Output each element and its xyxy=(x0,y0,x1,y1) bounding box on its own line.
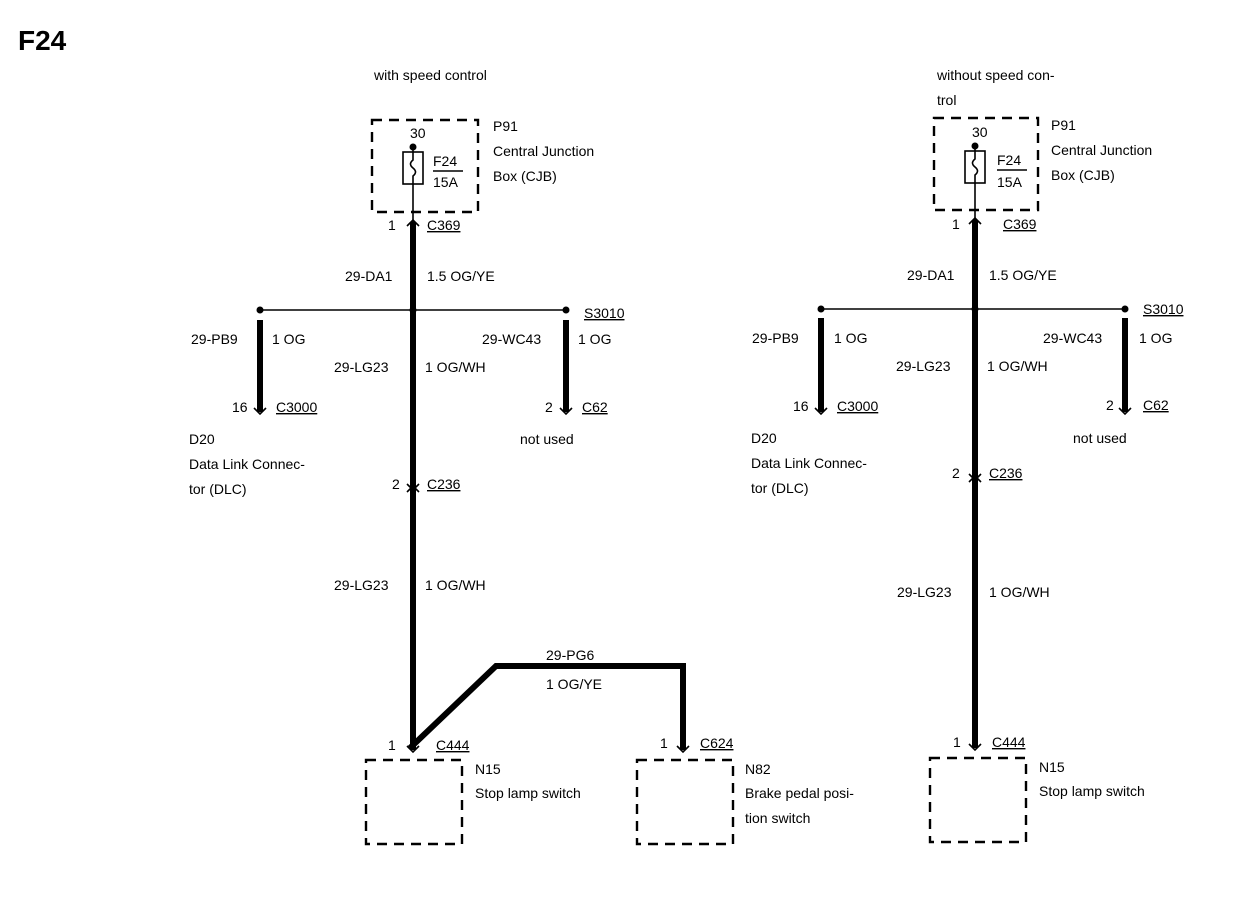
left-n82-box xyxy=(635,758,735,846)
right-center-circuit: 29-LG23 xyxy=(896,358,951,374)
left-splice-dot xyxy=(409,306,417,314)
right-n15-id: N15 xyxy=(1039,759,1065,775)
right-c62-note: not used xyxy=(1073,430,1127,446)
left-feed-spec: 1.5 OG/YE xyxy=(427,268,495,284)
right-c62-spec: 1 OG xyxy=(1139,330,1172,346)
right-n15-pin: 1 xyxy=(953,734,961,750)
left-c62-spec: 1 OG xyxy=(578,331,611,347)
right-heading-2: trol xyxy=(937,92,956,108)
left-n82-id: N82 xyxy=(745,761,771,777)
left-fuse-rating: 15A xyxy=(433,174,459,190)
right-heading-1: without speed con- xyxy=(936,67,1055,83)
right-cjb-box xyxy=(932,116,1040,212)
left-c369-connector: C369 xyxy=(427,217,461,233)
right-lower-circuit: 29-LG23 xyxy=(897,584,952,600)
left-n15-id: N15 xyxy=(475,761,501,777)
left-dlc-name-2: tor (DLC) xyxy=(189,481,247,497)
left-center-spec: 1 OG/WH xyxy=(425,359,486,375)
left-dlc-connector: C3000 xyxy=(276,399,317,415)
right-dlc-pin: 16 xyxy=(793,398,809,414)
right-n15-connector: C444 xyxy=(992,734,1026,750)
left-heading: with speed control xyxy=(373,67,487,83)
right-dlc-name-2: tor (DLC) xyxy=(751,480,809,496)
left-dlc-circuit: 29-PB9 xyxy=(191,331,238,347)
right-fuse-icon xyxy=(964,146,986,220)
left-c62-connector: C62 xyxy=(582,399,608,415)
left-n82-name-2: tion switch xyxy=(745,810,810,826)
right-lower-spec: 1 OG/WH xyxy=(989,584,1050,600)
left-cjb-box xyxy=(370,118,480,214)
right-n15-box xyxy=(928,756,1028,844)
right-dlc-circuit: 29-PB9 xyxy=(752,330,799,346)
right-dlc-connector: C3000 xyxy=(837,398,878,414)
left-n15-pin: 1 xyxy=(388,737,396,753)
left-cjb-id: P91 xyxy=(493,118,518,134)
left-feed-circuit: 29-DA1 xyxy=(345,268,393,284)
right-cjb-pin: 30 xyxy=(972,124,988,140)
left-cjb-pin: 30 xyxy=(410,125,426,141)
left-cjb-name-1: Central Junction xyxy=(493,143,594,159)
left-dlc-name-1: Data Link Connec- xyxy=(189,456,305,472)
left-n82-connector: C624 xyxy=(700,735,734,751)
right-dlc-spec: 1 OG xyxy=(834,330,867,346)
left-dlc-spec: 1 OG xyxy=(272,331,305,347)
right-splice-id: S3010 xyxy=(1143,301,1184,317)
left-center-circuit: 29-LG23 xyxy=(334,359,389,375)
left-n82-name-1: Brake pedal posi- xyxy=(745,785,854,801)
left-panel: with speed control 30 F24 15A P91 Centra… xyxy=(189,67,854,846)
left-pg6-spec: 1 OG/YE xyxy=(546,676,602,692)
left-c236-chevron-icon xyxy=(406,483,420,493)
left-dlc-pin: 16 xyxy=(232,399,248,415)
right-fuse-rating: 15A xyxy=(997,174,1023,190)
right-cjb-id: P91 xyxy=(1051,117,1076,133)
left-cjb-name-2: Box (CJB) xyxy=(493,168,557,184)
right-c236-chevron-icon xyxy=(968,473,982,483)
right-c62-connector: C62 xyxy=(1143,397,1169,413)
left-n15-name: Stop lamp switch xyxy=(475,785,581,801)
right-c369-connector: C369 xyxy=(1003,216,1037,232)
right-cjb-name-2: Box (CJB) xyxy=(1051,167,1115,183)
left-splice-id: S3010 xyxy=(584,305,625,321)
right-center-spec: 1 OG/WH xyxy=(987,358,1048,374)
diagram-title: F24 xyxy=(18,25,67,56)
left-n15-box xyxy=(364,758,464,846)
right-cjb-name-1: Central Junction xyxy=(1051,142,1152,158)
right-panel: without speed con- trol 30 F24 15A P91 C… xyxy=(751,67,1184,844)
left-lower-spec: 1 OG/WH xyxy=(425,577,486,593)
right-n15-name: Stop lamp switch xyxy=(1039,783,1145,799)
left-n15-connector: C444 xyxy=(436,737,470,753)
left-dlc-id: D20 xyxy=(189,431,215,447)
right-dlc-id: D20 xyxy=(751,430,777,446)
left-fuse-id: F24 xyxy=(433,153,457,169)
right-c236-connector: C236 xyxy=(989,465,1023,481)
left-c369-chevron-icon xyxy=(406,218,420,227)
right-c236-pin: 2 xyxy=(952,465,960,481)
right-c62-circuit: 29-WC43 xyxy=(1043,330,1102,346)
left-pg6-circuit: 29-PG6 xyxy=(546,647,594,663)
left-fuse-icon xyxy=(402,147,424,222)
left-c62-pin: 2 xyxy=(545,399,553,415)
left-c62-note: not used xyxy=(520,431,574,447)
left-pg6-wire xyxy=(407,663,686,751)
left-c62-circuit: 29-WC43 xyxy=(482,331,541,347)
right-c62-pin: 2 xyxy=(1106,397,1114,413)
right-fuse-id: F24 xyxy=(997,152,1021,168)
right-feed-spec: 1.5 OG/YE xyxy=(989,267,1057,283)
left-c236-connector: C236 xyxy=(427,476,461,492)
left-c236-pin: 2 xyxy=(392,476,400,492)
left-n82-pin: 1 xyxy=(660,735,668,751)
right-c369-pin: 1 xyxy=(952,216,960,232)
left-lower-circuit: 29-LG23 xyxy=(334,577,389,593)
left-c369-pin: 1 xyxy=(388,217,396,233)
right-feed-circuit: 29-DA1 xyxy=(907,267,955,283)
right-dlc-name-1: Data Link Connec- xyxy=(751,455,867,471)
